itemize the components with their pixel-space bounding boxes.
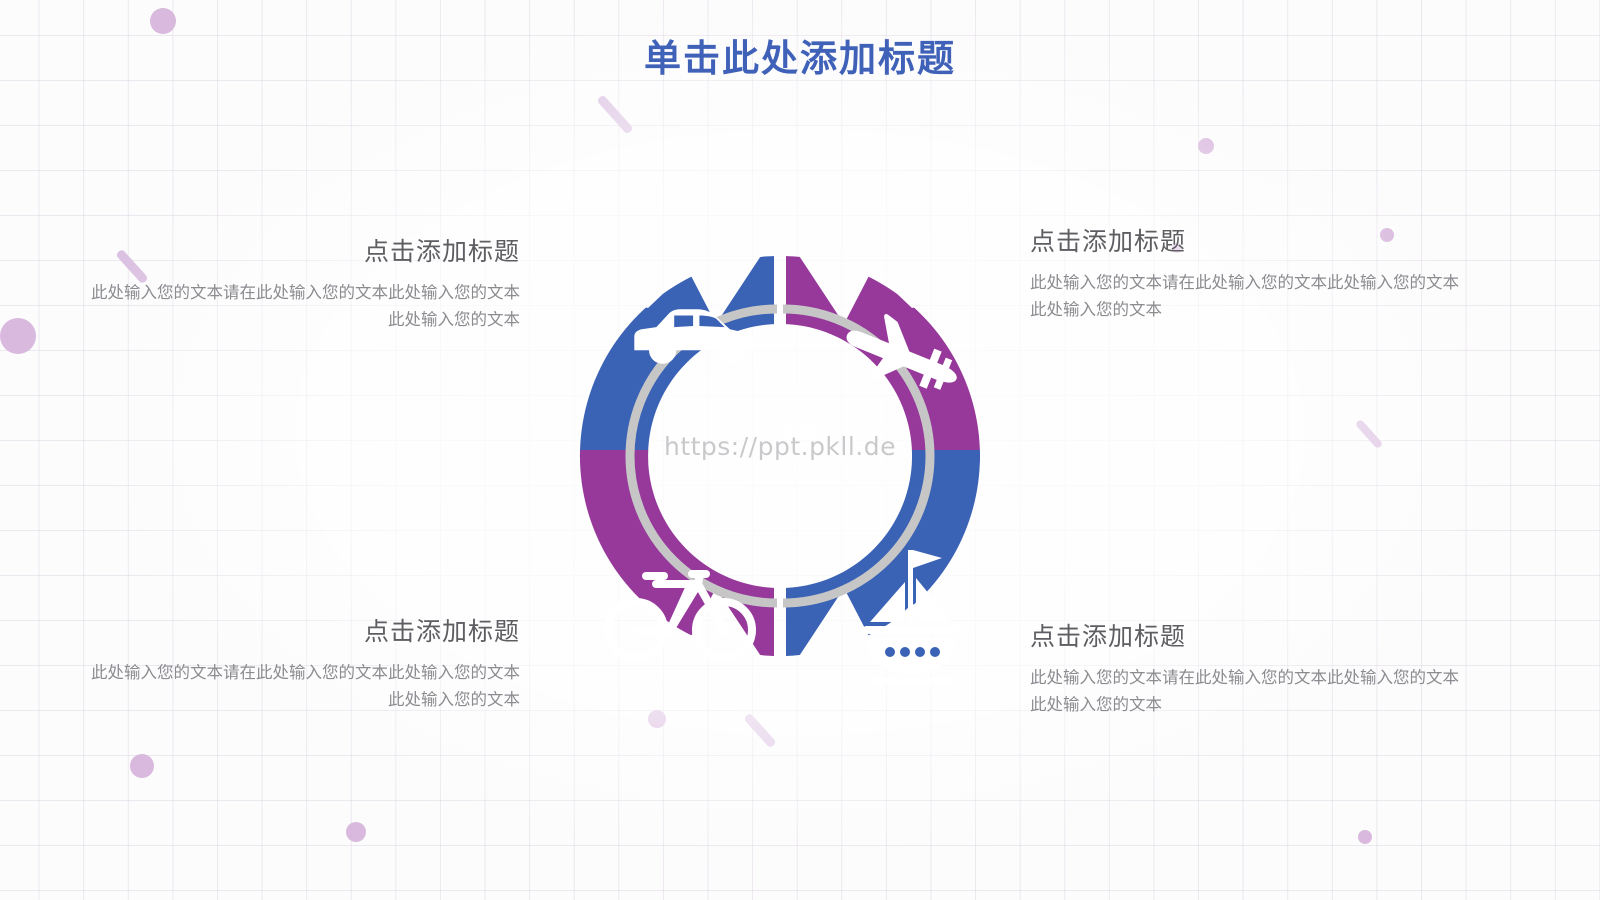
block-body: 此处输入您的文本请在此处输入您的文本此处输入您的文本此处输入您的文本: [1030, 668, 1459, 714]
block-body: 此处输入您的文本请在此处输入您的文本此处输入您的文本此处输入您的文本: [91, 663, 520, 709]
airplane-icon: [846, 314, 957, 390]
text-block-top-right[interactable]: 点击添加标题 此处输入您的文本请在此处输入您的文本此处输入您的文本此处输入您的文…: [1030, 222, 1460, 323]
block-title: 点击添加标题: [1030, 227, 1187, 256]
decorative-dot: [346, 822, 366, 842]
center-watermark: https://ppt.pkll.de: [663, 432, 897, 461]
cycle-diagram: https://ppt.pkll.de: [520, 196, 1040, 716]
decorative-dot: [130, 754, 154, 778]
block-title: 点击添加标题: [363, 617, 520, 646]
sailboat-icon: [864, 550, 958, 686]
segment-bottom-left: [579, 450, 774, 657]
decorative-dash: [596, 94, 634, 135]
text-block-bottom-left[interactable]: 点击添加标题 此处输入您的文本请在此处输入您的文本此处输入您的文本此处输入您的文…: [90, 612, 520, 713]
decorative-dot: [1358, 830, 1372, 844]
block-body: 此处输入您的文本请在此处输入您的文本此处输入您的文本此处输入您的文本: [91, 283, 520, 329]
block-title: 点击添加标题: [363, 237, 520, 266]
text-block-top-left[interactable]: 点击添加标题 此处输入您的文本请在此处输入您的文本此处输入您的文本此处输入您的文…: [90, 232, 520, 333]
car-icon: [634, 309, 757, 364]
decorative-dash: [1354, 418, 1384, 450]
block-body: 此处输入您的文本请在此处输入您的文本此处输入您的文本此处输入您的文本: [1030, 273, 1459, 319]
page-title: 单击此处添加标题: [644, 37, 956, 80]
bicycle-pedal: [664, 624, 730, 636]
text-block-bottom-right[interactable]: 点击添加标题 此处输入您的文本请在此处输入您的文本此处输入您的文本此处输入您的文…: [1030, 617, 1460, 718]
bicycle-icon: [604, 570, 756, 662]
block-title: 点击添加标题: [1030, 622, 1187, 651]
decorative-dot: [1198, 138, 1214, 154]
decorative-dash: [743, 712, 777, 749]
decorative-dot: [0, 318, 36, 354]
